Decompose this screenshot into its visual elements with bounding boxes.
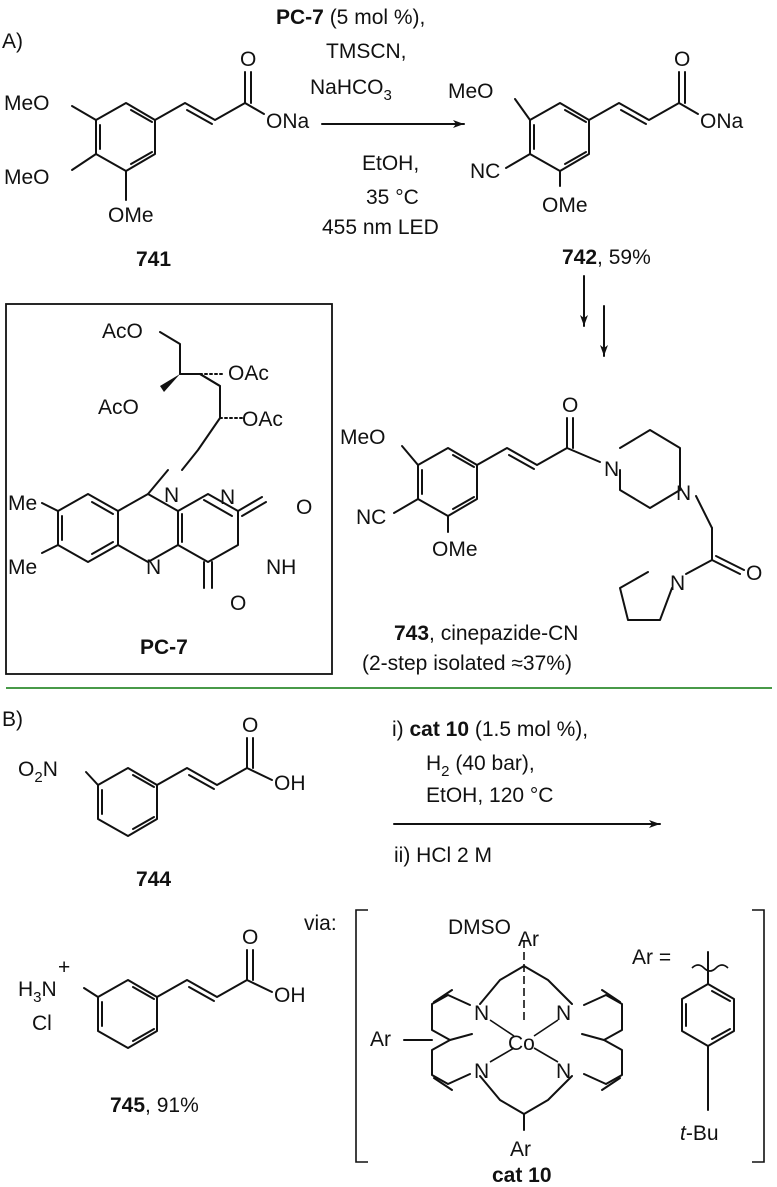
- sodium-carboxylate: ONa: [700, 110, 744, 133]
- methoxy-3: OMe: [542, 194, 588, 217]
- cobalt-center: Co: [508, 1032, 535, 1055]
- cat10-structure: via: DMSO Ar N N N N Co Ar Ar Ar = t-Bu …: [304, 909, 765, 1187]
- nitrogen-5: N: [146, 556, 161, 579]
- acetoxy-right-2: OAc: [242, 408, 283, 431]
- nitro-group: O2N: [18, 758, 58, 786]
- carbonyl-oxygen-1: O: [562, 394, 578, 417]
- compound-743-label: 743, cinepazide-CN: [394, 622, 578, 645]
- nitrogen-1: N: [220, 486, 235, 509]
- compound-745: H3N + Cl O OH 745, 91%: [18, 926, 306, 1117]
- positive-charge: +: [58, 956, 70, 979]
- pc7-label: PC-7: [140, 636, 188, 659]
- acetoxy-left: AcO: [98, 396, 139, 419]
- svg-text:ii) HCl 2 M: ii) HCl 2 M: [394, 844, 492, 867]
- piperazine-n4: N: [676, 482, 691, 505]
- via-label: via:: [304, 912, 337, 935]
- nitrogen-10: N: [164, 484, 179, 507]
- aryl-definition: Ar =: [632, 946, 671, 969]
- aryl-left: Ar: [370, 1028, 391, 1051]
- nitrile: NC: [470, 160, 500, 183]
- methoxy-1: MeO: [340, 426, 386, 449]
- pc7-box: [5, 303, 333, 675]
- acetoxy-right-1: OAc: [228, 362, 269, 385]
- ammonium-group: H3N: [18, 978, 57, 1006]
- conditions-b: i) cat 10 (1.5 mol %), H2 (40 bar), EtOH…: [392, 718, 588, 867]
- compound-744-label: 744: [136, 868, 171, 891]
- temperature: 35 °C: [366, 186, 419, 209]
- piperazine-n1: N: [604, 458, 619, 481]
- methoxy-1: MeO: [448, 80, 494, 103]
- carbonyl-oxygen: O: [242, 926, 258, 949]
- pc7-structure: AcO AcO OAc OAc Me Me N N N NH O O PC-7: [8, 320, 312, 659]
- solvent-etoh: EtOH,: [362, 152, 419, 175]
- pyrrole-n3: N: [474, 1060, 489, 1083]
- methoxy-2: MeO: [4, 166, 50, 189]
- aryl-bottom: Ar: [510, 1138, 531, 1161]
- svg-text:NaHCO3: NaHCO3: [310, 76, 392, 104]
- conditions-a: PC-7 (5 mol %), TMSCN, NaHCO3 EtOH, 35 °…: [276, 6, 439, 239]
- compound-745-label: 745, 91%: [110, 1094, 199, 1117]
- compound-742: MeO NC OMe O ONa 742, 59%: [448, 48, 744, 269]
- imide-nh: NH: [266, 556, 296, 579]
- svg-text:H2 (40 bar),: H2 (40 bar),: [426, 752, 535, 780]
- section-a-label: A): [2, 30, 23, 53]
- compound-742-label: 742, 59%: [562, 246, 651, 269]
- nitrile: NC: [356, 506, 386, 529]
- reagent-nahco3: NaHCO: [310, 76, 384, 99]
- cat10-label: cat 10: [492, 1164, 552, 1187]
- svg-text:PC-7 (5 mol %),: PC-7 (5 mol %),: [276, 6, 425, 29]
- catalyst-pc7-label: PC-7: [276, 6, 324, 29]
- compound-741-label: 741: [136, 248, 171, 271]
- compound-744: O2N O OH 744: [18, 714, 306, 891]
- compound-741: MeO MeO OMe O ONa 741: [4, 48, 310, 271]
- carbonyl-oxygen: O: [240, 48, 256, 71]
- compound-743: MeO NC OMe O O N N N 743, cinepazide-CN …: [340, 394, 762, 675]
- hydroxyl: OH: [274, 984, 306, 1007]
- reagent-nahco3-subscript: 3: [384, 87, 392, 104]
- hydroxyl: OH: [274, 772, 306, 795]
- svg-text:i) cat 10 (1.5 mol %),: i) cat 10 (1.5 mol %),: [392, 718, 588, 741]
- chloride: Cl: [32, 1012, 52, 1035]
- acetoxy-top: AcO: [102, 320, 143, 343]
- pyrrole-n2: N: [556, 1002, 571, 1025]
- bracket-right: [752, 909, 765, 1163]
- catalyst-cat10-label: cat 10: [410, 718, 470, 741]
- pyrrolidine-n: N: [670, 572, 685, 595]
- tert-butyl: t-Bu: [680, 1122, 719, 1145]
- pyrrole-n4: N: [556, 1060, 571, 1083]
- methoxy-3: OMe: [108, 204, 154, 227]
- section-b-label: B): [2, 708, 23, 731]
- compound-743-yield-note: (2-step isolated ≈37%): [362, 652, 572, 675]
- catalyst-loading: (5 mol %),: [324, 6, 426, 29]
- sodium-carboxylate: ONa: [266, 110, 310, 133]
- carbonyl-oxygen-2: O: [746, 562, 762, 585]
- methoxy-1: MeO: [4, 92, 50, 115]
- light-source: 455 nm LED: [322, 216, 439, 239]
- pyrrole-n1: N: [474, 1002, 489, 1025]
- carbonyl-o2: O: [296, 496, 312, 519]
- methyl-2: Me: [8, 556, 37, 579]
- reagent-tmscn: TMSCN,: [326, 40, 407, 63]
- carbonyl-o4: O: [230, 592, 246, 615]
- dmso-ligand: DMSO: [448, 916, 511, 939]
- svg-text:EtOH, 120 °C: EtOH, 120 °C: [426, 784, 553, 807]
- methyl-1: Me: [8, 492, 37, 515]
- methoxy-3: OMe: [432, 538, 478, 561]
- bracket-left: [355, 909, 368, 1163]
- carbonyl-oxygen: O: [674, 48, 690, 71]
- carbonyl-oxygen: O: [242, 714, 258, 737]
- aryl-top: Ar: [518, 928, 539, 951]
